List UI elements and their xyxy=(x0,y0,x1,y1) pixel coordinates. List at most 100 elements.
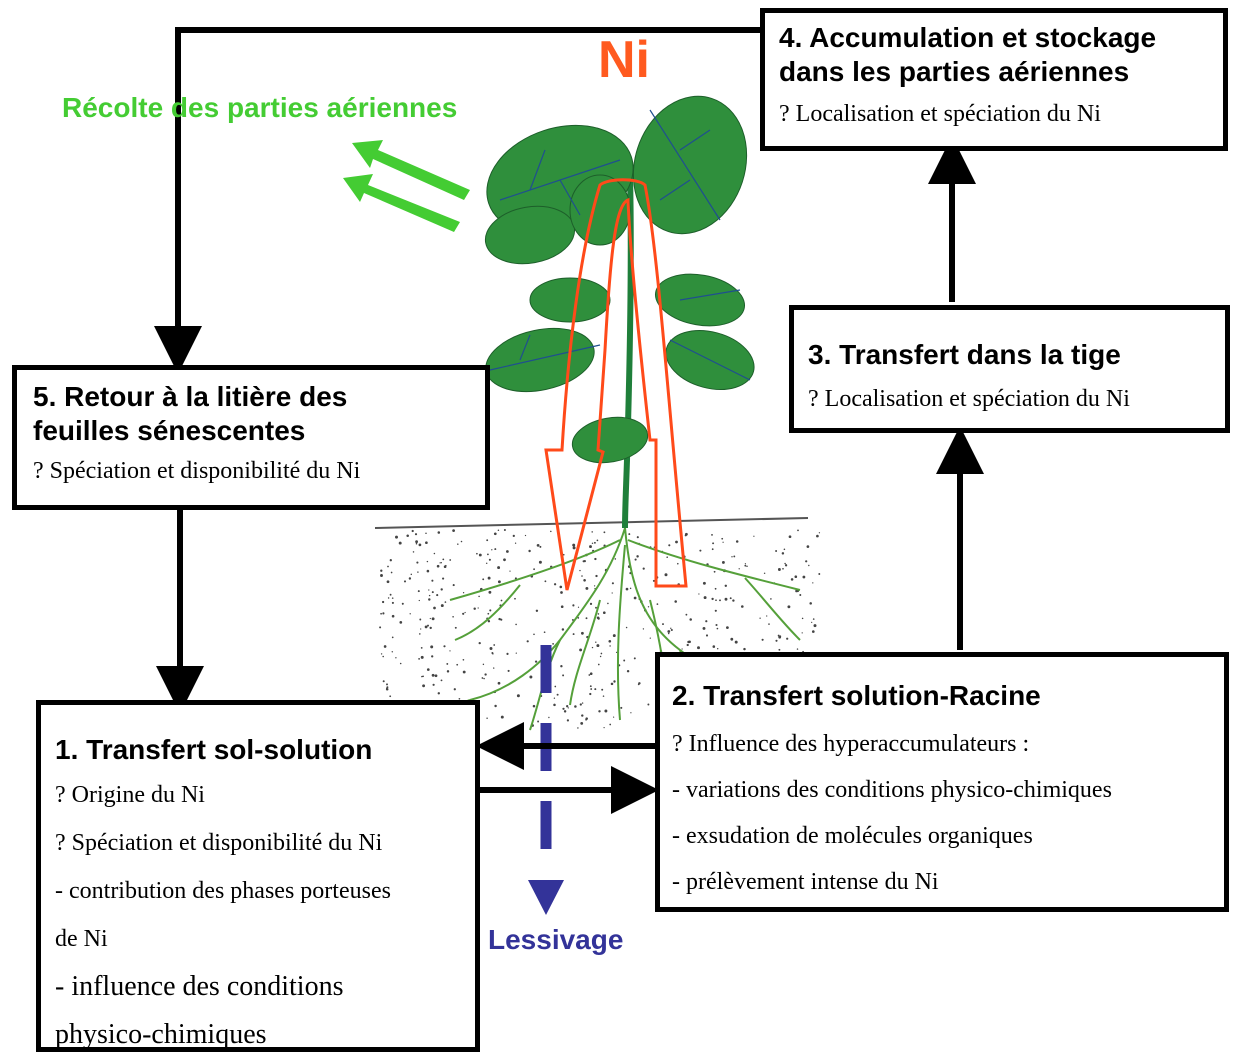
soil-speck xyxy=(595,641,597,643)
soil-speck xyxy=(414,533,418,536)
soil-speck xyxy=(387,597,390,599)
soil-speck xyxy=(711,597,714,601)
plant-leaves xyxy=(484,95,755,464)
soil-speck xyxy=(477,607,479,609)
soil-speck xyxy=(783,548,786,551)
soil-speck xyxy=(493,667,495,669)
soil-speck xyxy=(391,636,394,639)
soil-speck xyxy=(440,562,442,564)
soil-speck xyxy=(620,706,623,709)
soil-speck xyxy=(699,549,702,552)
soil-speck xyxy=(410,573,413,576)
soil-speck xyxy=(591,542,594,545)
soil-speck xyxy=(386,686,389,689)
soil-speck xyxy=(566,719,570,722)
soil-speck xyxy=(487,576,491,580)
box-1-line-6: physico-chimiques xyxy=(55,1019,267,1050)
soil-speck xyxy=(721,537,724,540)
soil-speck xyxy=(759,617,761,619)
soil-speck xyxy=(805,560,808,563)
soil-speck xyxy=(698,593,700,595)
soil-surface-line xyxy=(374,517,809,529)
soil-speck xyxy=(431,673,435,677)
soil-speck xyxy=(383,645,387,648)
soil-speck xyxy=(567,707,569,709)
soil-speck xyxy=(636,555,639,558)
soil-speck xyxy=(454,626,457,629)
soil-speck xyxy=(597,617,600,620)
soil-speck xyxy=(732,599,735,602)
soil-speck xyxy=(714,609,717,612)
soil-speck xyxy=(581,575,583,577)
soil-speck xyxy=(431,655,434,658)
soil-speck xyxy=(636,536,639,539)
soil-speck xyxy=(431,617,435,621)
soil-speck xyxy=(610,682,614,686)
soil-speck xyxy=(778,635,782,639)
soil-speck xyxy=(532,704,536,708)
soil-speck xyxy=(515,623,517,626)
box-2-solution-root: 2. Transfert solution-Racine ? Influence… xyxy=(655,652,1229,912)
soil-speck xyxy=(483,677,485,680)
soil-speck xyxy=(681,648,683,650)
box-4-accumulation: 4. Accumulation et stockage dans les par… xyxy=(760,8,1228,151)
soil-speck xyxy=(603,531,606,534)
soil-speck xyxy=(431,579,434,582)
soil-speck xyxy=(439,562,441,564)
soil-speck xyxy=(768,623,770,625)
soil-speck xyxy=(685,613,688,616)
soil-speck xyxy=(729,597,732,600)
soil-speck xyxy=(572,543,576,547)
soil-speck xyxy=(726,626,729,629)
soil-speck xyxy=(419,618,422,621)
soil-speck xyxy=(652,579,655,582)
soil-speck xyxy=(426,560,429,563)
soil-speck xyxy=(514,542,517,544)
soil-speck xyxy=(802,575,806,579)
soil-speck xyxy=(572,546,576,550)
soil-speck xyxy=(634,558,637,561)
soil-speck xyxy=(588,674,591,676)
soil-speck xyxy=(560,605,564,609)
soil-speck xyxy=(808,564,810,567)
plant-roots xyxy=(429,527,801,736)
soil-speck xyxy=(781,552,785,555)
soil-speck xyxy=(601,688,604,691)
soil-speck xyxy=(462,592,465,594)
soil-speck xyxy=(667,630,671,633)
soil-speck xyxy=(497,681,501,685)
soil-speck xyxy=(591,531,593,533)
soil-speck xyxy=(446,662,449,665)
soil-speck xyxy=(489,647,493,650)
soil-speck xyxy=(401,602,404,605)
soil-speck xyxy=(503,528,506,532)
soil-speck xyxy=(763,572,766,575)
soil-speck xyxy=(422,675,424,678)
soil-speck xyxy=(633,596,637,600)
soil-speck xyxy=(473,607,476,610)
box-3-line: ? Localisation et spéciation du Ni xyxy=(808,386,1130,412)
soil-speck xyxy=(583,559,586,563)
soil-speck xyxy=(615,651,618,654)
soil-speck xyxy=(481,677,484,679)
soil-speck xyxy=(572,633,575,636)
soil-speck xyxy=(380,612,382,615)
soil-speck xyxy=(677,562,679,565)
soil-speck xyxy=(486,717,488,719)
soil-speck xyxy=(625,626,628,629)
soil-speck xyxy=(412,551,415,553)
box-1-line-3: - contribution des phases porteuses xyxy=(55,878,391,904)
soil-speck xyxy=(536,544,540,547)
soil-speck xyxy=(436,564,440,568)
soil-speck xyxy=(744,564,747,567)
soil-speck xyxy=(500,599,503,602)
soil-speck xyxy=(443,565,447,569)
soil-speck xyxy=(484,673,487,676)
soil-speck xyxy=(386,683,388,686)
soil-speck xyxy=(675,540,678,544)
soil-speck xyxy=(548,716,550,719)
soil-speck xyxy=(415,540,418,544)
soil-speck xyxy=(740,605,744,608)
harvest-arrows xyxy=(343,140,470,232)
soil-speck xyxy=(597,663,600,666)
